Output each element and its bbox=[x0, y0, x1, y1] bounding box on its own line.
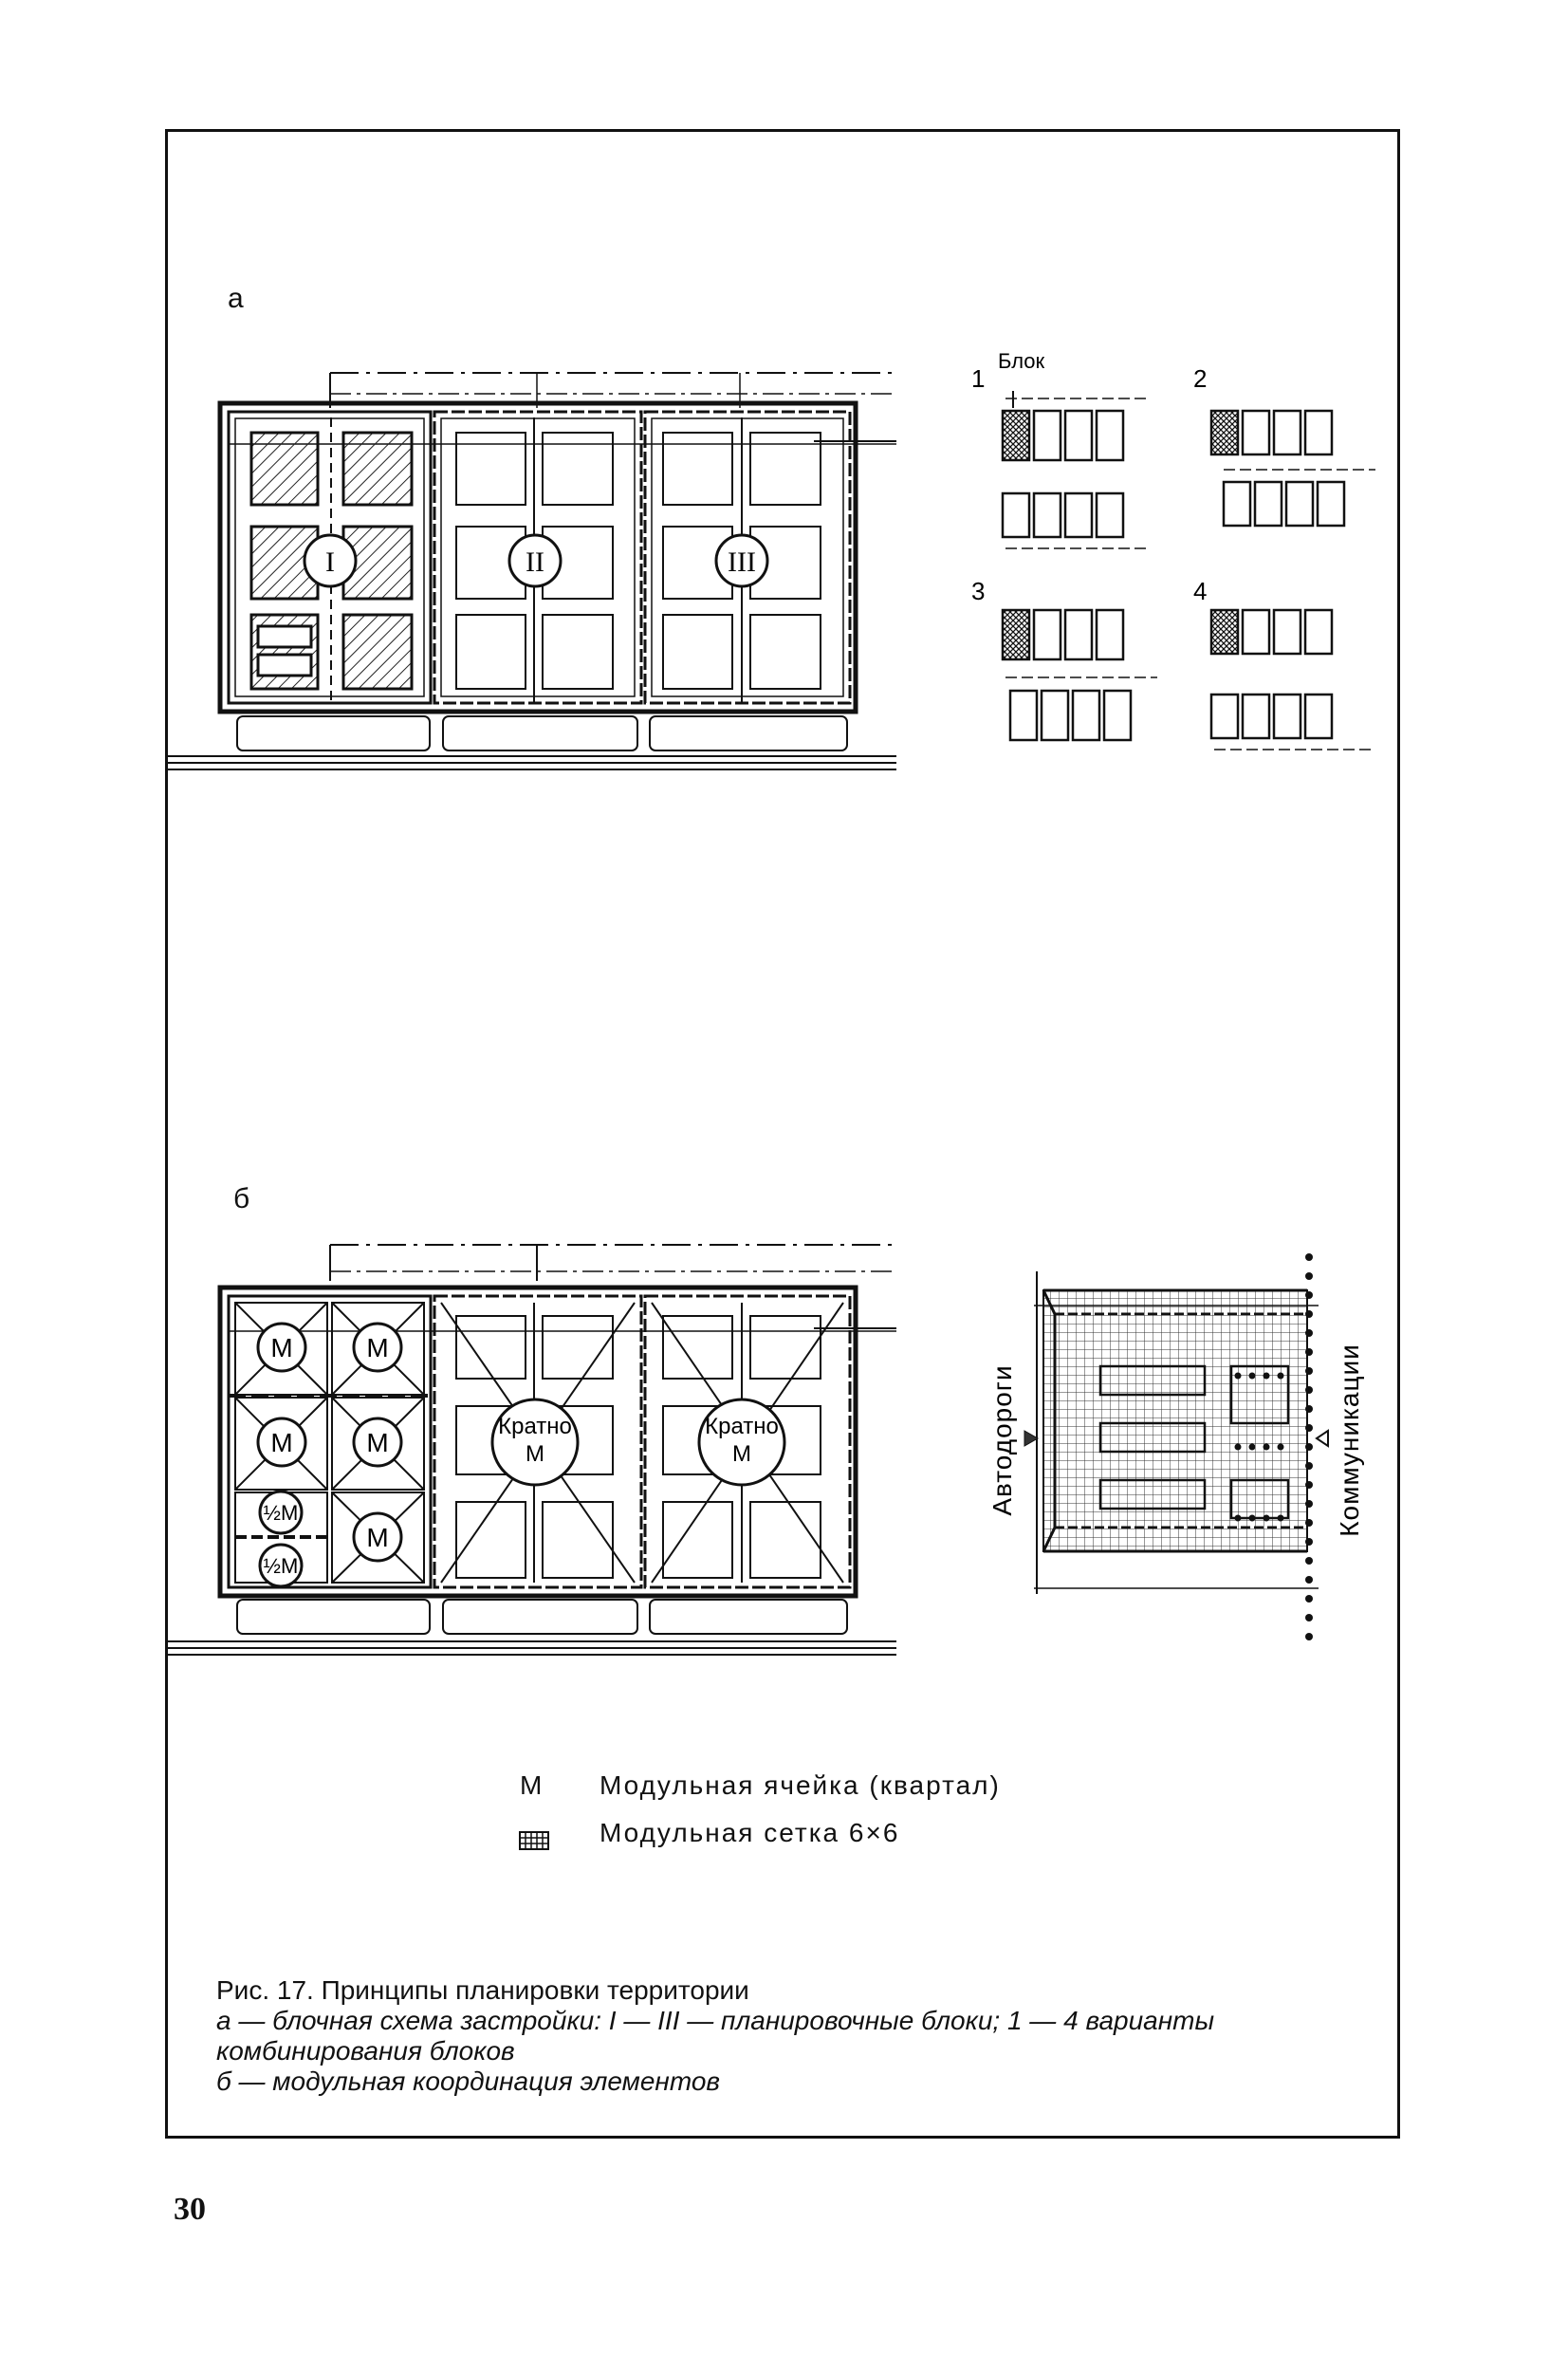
half-cell-label: ½М bbox=[264, 1501, 299, 1525]
variant-4-number: 4 bbox=[1193, 577, 1207, 605]
variant-2-diagram bbox=[1209, 409, 1375, 528]
cell-label-m: М bbox=[270, 1428, 292, 1457]
cell-label-m: М bbox=[366, 1523, 388, 1552]
modular-scheme-b bbox=[167, 1244, 896, 1656]
figure-frame bbox=[165, 129, 1400, 2139]
communications-label: Коммуникации bbox=[1335, 1343, 1364, 1537]
block-label-III: III bbox=[728, 547, 756, 578]
caption-line-a1: а — блочная схема застройки: I — III — п… bbox=[216, 2006, 1215, 2035]
half-cell-label: ½М bbox=[264, 1554, 299, 1578]
variant-3-diagram bbox=[1001, 608, 1157, 742]
roads-label: Автодороги bbox=[987, 1364, 1017, 1515]
block-callout-label: Блок bbox=[998, 349, 1045, 373]
cell-label-m: М bbox=[366, 1333, 388, 1362]
caption-line-b: б — модульная координация элементов bbox=[216, 2066, 721, 2096]
multiple-label-line2: М bbox=[732, 1441, 751, 1467]
legend-symbol-m: М bbox=[520, 1770, 544, 1800]
multiple-label-line1: Кратно bbox=[498, 1414, 572, 1439]
variant-1-number: 1 bbox=[971, 364, 985, 393]
legend-item-module-cell: М Модульная ячейка (квартал) bbox=[520, 1762, 1001, 1809]
caption-title: Рис. 17. Принципы планировки территории bbox=[216, 1975, 749, 2005]
modular-grid-diagram bbox=[1024, 1253, 1329, 1640]
legend-item-module-grid: Модульная сетка 6×6 bbox=[520, 1809, 1001, 1857]
panel-letter-a: а bbox=[228, 283, 244, 314]
grid-swatch-icon bbox=[519, 1831, 549, 1850]
multiple-label-line1: Кратно bbox=[705, 1414, 779, 1439]
figure-caption: Рис. 17. Принципы планировки территории … bbox=[216, 1975, 1383, 2097]
page-number: 30 bbox=[174, 2192, 206, 2227]
cell-label-m: М bbox=[270, 1333, 292, 1362]
panel-letter-b: б bbox=[233, 1183, 250, 1214]
block-scheme-a bbox=[167, 372, 896, 770]
variant-2-number: 2 bbox=[1193, 364, 1207, 393]
variant-1-diagram bbox=[1001, 391, 1148, 549]
variant-3-number: 3 bbox=[971, 577, 985, 605]
variant-diagrams bbox=[1001, 391, 1375, 750]
cell-label-m: М bbox=[366, 1428, 388, 1457]
block-label-II: II bbox=[526, 547, 544, 578]
legend-text: Модульная сетка 6×6 bbox=[600, 1818, 900, 1847]
block-label-I: I bbox=[325, 547, 335, 578]
legend: М Модульная ячейка (квартал) Модульная с… bbox=[520, 1762, 1001, 1857]
legend-text: Модульная ячейка (квартал) bbox=[600, 1770, 1001, 1800]
multiple-label-line2: М bbox=[526, 1441, 544, 1467]
caption-line-a2: комбинирования блоков bbox=[216, 2036, 515, 2066]
variant-4-diagram bbox=[1209, 608, 1375, 750]
